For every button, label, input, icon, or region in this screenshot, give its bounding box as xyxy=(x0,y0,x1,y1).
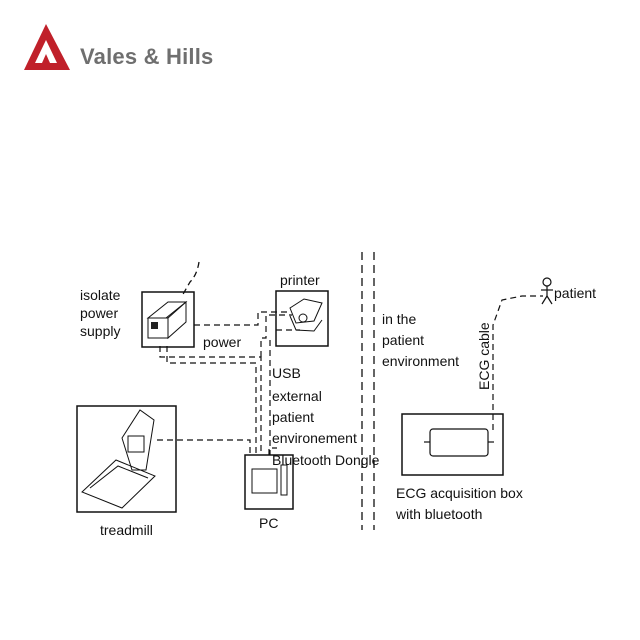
treadmill-label: treadmill xyxy=(100,522,153,538)
power-label: power xyxy=(203,334,242,350)
isolate-power-supply-box xyxy=(141,291,195,348)
usb-label: USB xyxy=(272,365,301,381)
bluetooth-dongle-label: Bluetooth Dongle xyxy=(272,452,380,468)
in-patient-environment-label: in the patient environment xyxy=(382,311,460,369)
printer-box xyxy=(275,290,329,347)
ecg-cable-label: ECG cable xyxy=(476,322,492,390)
printer-label: printer xyxy=(280,272,320,288)
ecg-acquisition-box xyxy=(401,413,504,476)
power-supply-mains-line xyxy=(181,261,200,297)
external-patient-environment-label: external patient environement xyxy=(272,388,357,446)
isolate-power-supply-label: isolate power supply xyxy=(80,287,121,339)
treadmill-box xyxy=(76,405,177,513)
pc-label: PC xyxy=(259,515,279,531)
patient-figure-icon xyxy=(541,277,553,305)
brand-logo-icon xyxy=(24,24,70,70)
patient-label: patient xyxy=(554,285,597,301)
brand-name: Vales & Hills xyxy=(80,44,214,69)
connection-lines xyxy=(157,295,543,455)
ecg-acquisition-box-label: ECG acquisition box with bluetooth xyxy=(396,485,523,522)
